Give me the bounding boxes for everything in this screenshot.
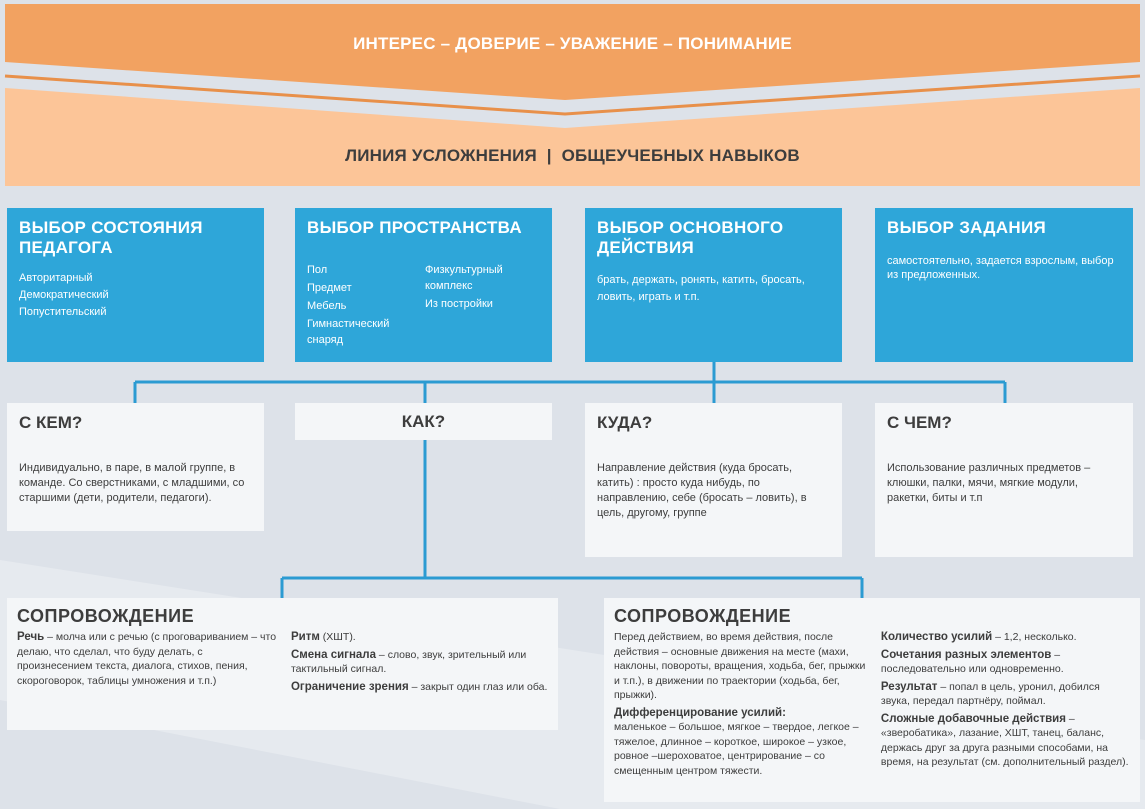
support-term: Ритм bbox=[290, 631, 320, 643]
choice-item: Пол bbox=[307, 264, 328, 276]
support-term: Ограничение зрения bbox=[290, 680, 409, 693]
question-title: С КЕМ? bbox=[19, 413, 83, 432]
question-text: Использование различных предметов – клюш… bbox=[887, 462, 1091, 504]
choice-item: Из постройки bbox=[425, 298, 493, 310]
choice-item: Авторитарный bbox=[19, 272, 93, 284]
banner-divider-line bbox=[4, 74, 1141, 116]
question-where: КУДА? Направление действия (куда бросать… bbox=[585, 403, 842, 557]
choice-task: ВЫБОР ЗАДАНИЯ самостоятельно, задается в… bbox=[875, 208, 1133, 362]
question-title: КУДА? bbox=[597, 413, 653, 432]
support-term: Сочетания разных элементов bbox=[880, 648, 1052, 661]
choice-text: брать, держать, ронять, катить, бросать,… bbox=[597, 274, 805, 303]
question-with-whom: С КЕМ? Индивидуально, в паре, в малой гр… bbox=[7, 403, 264, 531]
support-desc: маленькое – большое, мягкое – твердое, л… bbox=[614, 721, 859, 777]
choice-text: самостоятельно, задается взрослым, выбор… bbox=[887, 255, 1114, 281]
question-title: С ЧЕМ? bbox=[887, 413, 952, 432]
choice-title: ВЫБОР ЗАДАНИЯ bbox=[887, 218, 1046, 237]
connector-lines bbox=[133, 362, 1007, 598]
choice-title: ВЫБОР ОСНОВНОГО ДЕЙСТВИЯ bbox=[597, 218, 784, 257]
choice-item: Демократический bbox=[19, 289, 109, 301]
choice-title: ВЫБОР ПРОСТРАНСТВА bbox=[307, 218, 522, 237]
choice-space: ВЫБОР ПРОСТРАНСТВА Пол Предмет Мебель Ги… bbox=[295, 208, 552, 362]
question-with-what: С ЧЕМ? Использование различных предметов… bbox=[875, 403, 1133, 557]
choice-item: Мебель bbox=[307, 300, 347, 312]
support-title: СОПРОВОЖДЕНИЕ bbox=[614, 606, 792, 626]
support-term: Смена сигнала bbox=[290, 648, 377, 661]
choice-item: Физкультурный комплекс bbox=[425, 264, 503, 292]
support-desc: (ХШТ). bbox=[319, 631, 356, 643]
banner-top-title: ИНТЕРЕС – ДОВЕРИЕ – УВАЖЕНИЕ – ПОНИМАНИЕ bbox=[353, 34, 792, 53]
support-right: СОПРОВОЖДЕНИЕ Перед действием, во время … bbox=[604, 598, 1140, 802]
support-term: Сложные добавочные действия bbox=[880, 712, 1066, 725]
choice-item: Попустительский bbox=[19, 306, 107, 318]
question-title: КАК? bbox=[401, 412, 446, 431]
support-term: Дифференцирование усилий: bbox=[614, 706, 786, 719]
banner-bottom-title: ЛИНИЯ УСЛОЖНЕНИЯ | ОБЩЕУЧЕБНЫХ НАВЫКОВ bbox=[345, 146, 800, 165]
support-desc: – слово, звук, зрительный или тактильный… bbox=[290, 648, 527, 676]
support-desc: – молча или с речью (с проговариванием –… bbox=[17, 631, 277, 687]
top-banner-shape bbox=[5, 4, 1140, 100]
support-desc: – 1,2, несколько. bbox=[992, 631, 1077, 643]
choice-item: Гимнастический снаряд bbox=[307, 318, 390, 346]
choice-title: ВЫБОР СОСТОЯНИЯ ПЕДАГОГА bbox=[19, 218, 203, 257]
support-left: СОПРОВОЖДЕНИЕ Речь – молча или с речью (… bbox=[7, 598, 558, 730]
support-title: СОПРОВОЖДЕНИЕ bbox=[17, 606, 195, 626]
support-desc: – «зверобатика», лазание, ХШТ, танец, ба… bbox=[880, 712, 1129, 769]
choice-main-action: ВЫБОР ОСНОВНОГО ДЕЙСТВИЯ брать, держать,… bbox=[585, 208, 842, 362]
choice-teacher-state: ВЫБОР СОСТОЯНИЯ ПЕДАГОГА Авторитарный Де… bbox=[7, 208, 264, 362]
support-desc: – последовательно или одновременно. bbox=[880, 648, 1064, 676]
question-text: Индивидуально, в паре, в малой группе, в… bbox=[19, 462, 245, 504]
question-text: Направление действия (куда бросать, кати… bbox=[597, 462, 807, 519]
support-desc: – попал в цель, уронил, добился звука, п… bbox=[880, 680, 1100, 708]
support-desc: – закрыт один глаз или оба. bbox=[408, 680, 548, 693]
choice-item: Предмет bbox=[307, 282, 352, 294]
support-term: Результат bbox=[880, 680, 938, 693]
bottom-banner-shape bbox=[5, 88, 1140, 186]
question-how: КАК? bbox=[295, 403, 552, 440]
support-desc: Перед действием, во время действия, посл… bbox=[614, 631, 866, 701]
support-term: Речь bbox=[17, 631, 45, 643]
support-term: Количество усилий bbox=[880, 631, 993, 643]
